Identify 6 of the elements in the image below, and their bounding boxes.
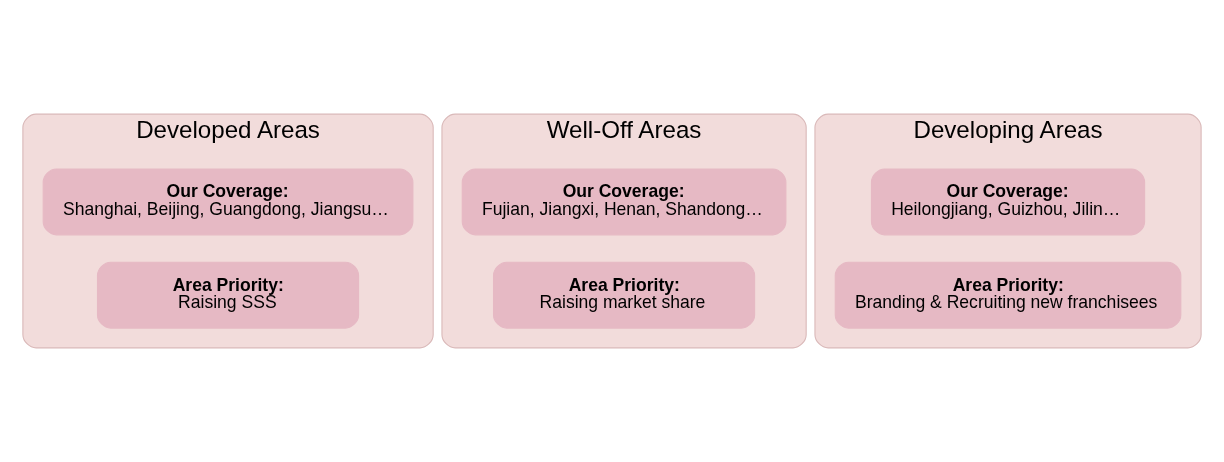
node-box: Area Priority: Branding & Recruiting new franchisees: [834, 261, 1182, 329]
node-box: Our Coverage: Fujian, Jiangxi, Henan, Shandong…: [461, 168, 787, 236]
node-box: Area Priority: Raising SSS: [96, 261, 360, 329]
node-box: Our Coverage: Shanghai, Beijing, Guangdong, Jiangsu…: [42, 168, 414, 236]
node-box: Area Priority: Raising market share: [492, 261, 756, 329]
node-box: Our Coverage: Heilongjiang, Guizhou, Jilin…: [870, 168, 1146, 236]
